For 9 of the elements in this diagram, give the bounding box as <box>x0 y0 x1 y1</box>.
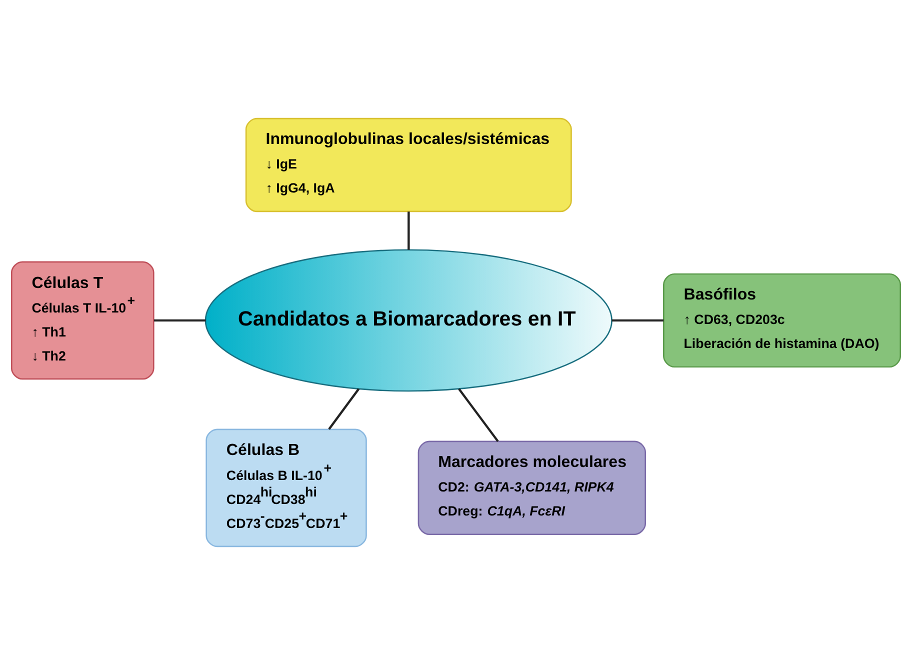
connector <box>612 318 664 322</box>
connector <box>408 211 410 250</box>
connector <box>154 318 206 322</box>
node-ellipse: Candidatos a Biomarcadores en IT <box>204 248 612 392</box>
node-box: Basófilos ↑ CD63, CD203c Liberación de histamina (DAO) <box>663 272 902 368</box>
connector <box>458 388 499 442</box>
connector <box>328 388 360 430</box>
node-box: Marcadores moleculares CD2: GATA-3,CD141, RIPK4 CDreg: C1qA, FcεRI <box>418 440 646 535</box>
node-box: Inmunoglobulinas locales/sistémicas ↓ IgE ↑ IgG4, IgA <box>245 117 572 212</box>
